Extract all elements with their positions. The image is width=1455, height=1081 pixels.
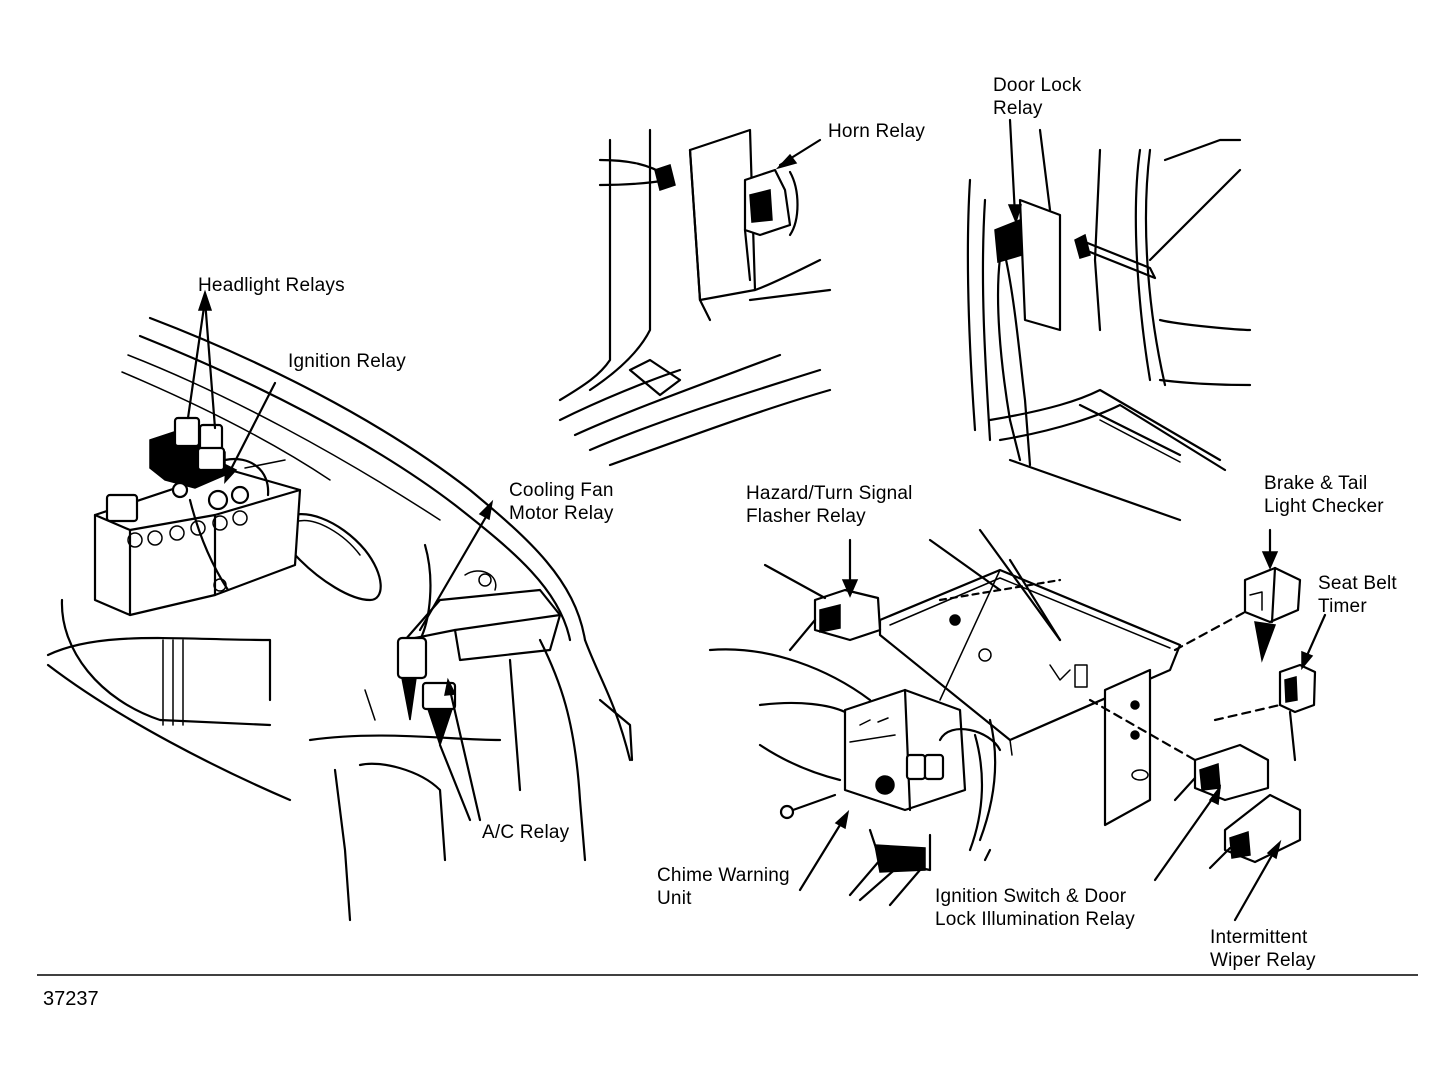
ign-switch-label-line-2: Lock Illumination Relay: [935, 909, 1135, 930]
door-lock-pillar-drawing: [966, 118, 1252, 522]
ignition-relay-label: Ignition Relay: [288, 351, 406, 372]
hazard-label-line-1: Hazard/Turn Signal: [746, 483, 913, 504]
wiper-label-line-2: Wiper Relay: [1210, 950, 1316, 971]
relay-bracket-drawing: [708, 528, 1327, 922]
horn-relay-label: Horn Relay: [828, 121, 926, 142]
wiper-label-line-1: Intermittent: [1210, 927, 1308, 948]
door-lock-label-line-2: Relay: [993, 98, 1043, 119]
chime-label-line-2: Unit: [657, 888, 692, 909]
hazard-label-line-2: Flasher Relay: [746, 506, 866, 527]
seat-belt-label-line-1: Seat Belt: [1318, 573, 1397, 594]
horn-relay-pillar-drawing: [558, 128, 832, 467]
chime-label-line-1: Chime Warning: [657, 865, 790, 886]
brake-label-line-1: Brake & Tail: [1264, 473, 1368, 494]
brake-label-line-2: Light Checker: [1264, 496, 1384, 517]
seat-belt-label-line-2: Timer: [1318, 596, 1367, 617]
ign-switch-label-line-1: Ignition Switch & Door: [935, 886, 1127, 907]
headlight-relays-label: Headlight Relays: [198, 275, 345, 296]
engine-compartment-drawing: [46, 289, 634, 922]
cooling-fan-label-line-2: Motor Relay: [509, 503, 614, 524]
door-lock-label-line-1: Door Lock: [993, 75, 1082, 96]
cooling-fan-label-line-1: Cooling Fan: [509, 480, 614, 501]
ac-relay-label: A/C Relay: [482, 822, 570, 843]
figure-number: 37237: [43, 988, 99, 1010]
